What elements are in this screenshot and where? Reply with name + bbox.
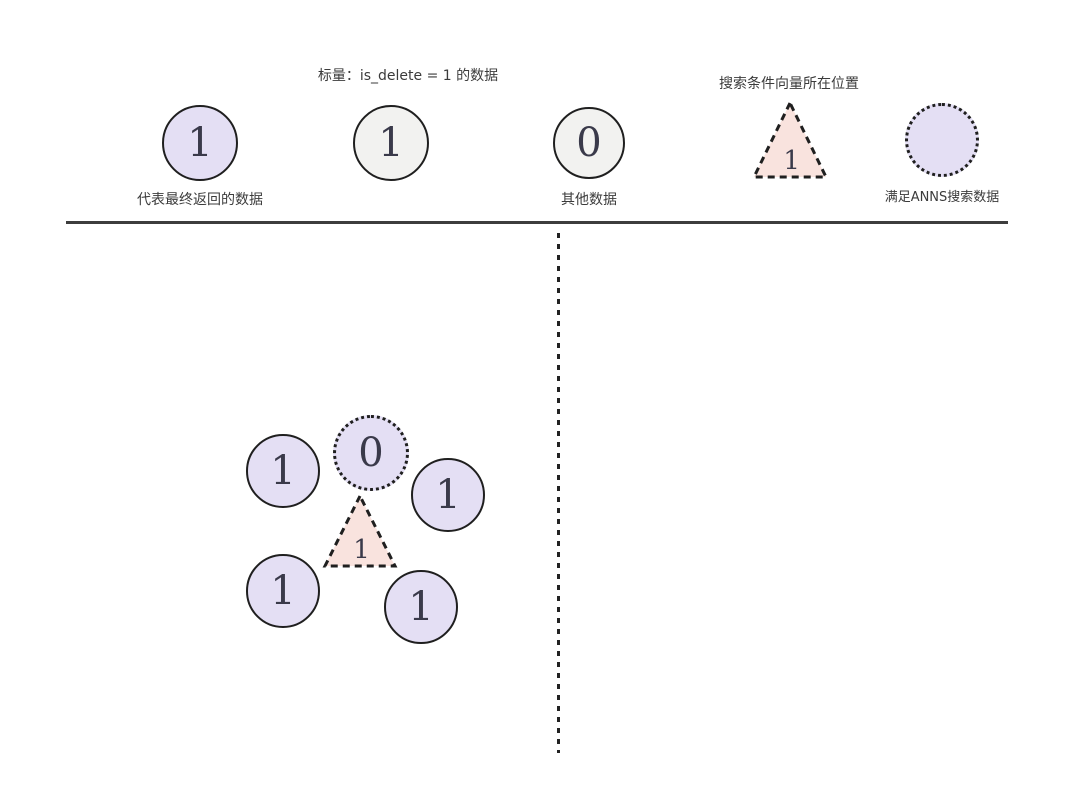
circle-value: 1 — [408, 584, 434, 630]
legend-query-vector-triangle: 1 — [750, 99, 830, 181]
triangle-icon — [322, 492, 398, 568]
circle-value: 1 — [270, 568, 296, 614]
cluster-bottom-left-circle: 1 — [246, 554, 320, 628]
cluster-right-circle: 1 — [411, 458, 485, 532]
cluster-query-vector-triangle: 1 — [321, 492, 399, 570]
circle-value: 1 — [270, 448, 296, 494]
legend-deleted-data-circle: 1 — [353, 105, 429, 181]
section-divider-horizontal — [66, 221, 1008, 224]
legend-scalar-label: 标量：is_delete = 1 的数据 — [317, 68, 499, 84]
legend-returned-data-circle: 1 — [162, 105, 238, 181]
cluster-anns-circle: 0 — [333, 415, 409, 491]
cluster-bottom-right-circle: 1 — [384, 570, 458, 644]
triangle-icon — [751, 99, 829, 179]
triangle-value: 1 — [353, 535, 370, 565]
circle-value: 1 — [187, 120, 213, 166]
circle-value: 1 — [435, 472, 461, 518]
section-divider-vertical — [557, 233, 560, 753]
legend-query-vector-label: 搜索条件向量所在位置 — [719, 76, 859, 92]
legend-anns-match-circle — [905, 103, 979, 177]
cluster-top-left-circle: 1 — [246, 434, 320, 508]
circle-value: 0 — [576, 120, 602, 166]
legend-other-data-label: 其他数据 — [561, 192, 617, 208]
legend-returned-data-label: 代表最终返回的数据 — [137, 192, 263, 208]
legend-anns-match-label: 满足ANNS搜索数据 — [884, 190, 1000, 205]
triangle-value: 1 — [783, 146, 800, 176]
circle-value: 0 — [358, 430, 384, 476]
legend-other-data-circle: 0 — [553, 107, 625, 179]
circle-value: 1 — [378, 120, 404, 166]
